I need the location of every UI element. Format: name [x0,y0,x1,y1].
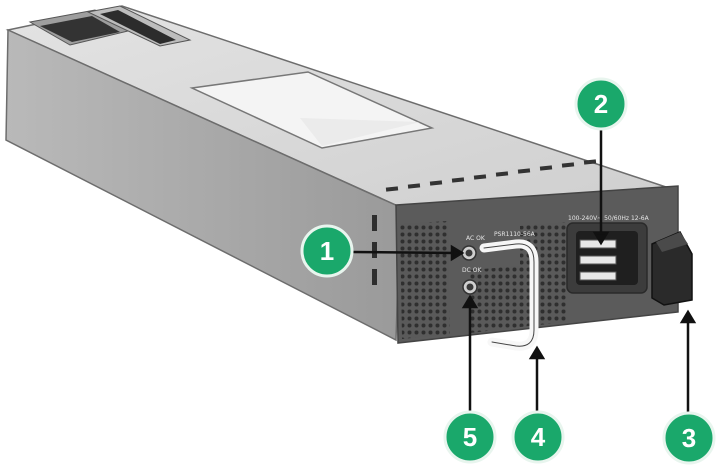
callout-5: 5 [443,410,497,464]
callout-1-label: 1 [320,236,334,266]
arrowhead-5 [461,294,479,309]
dc-ok-text: DC OK [462,267,482,274]
side-vent-slots [372,215,377,285]
latch [651,231,693,306]
callout-2-label: 2 [594,89,608,119]
arrowhead-1 [450,244,465,262]
leader-lines [351,120,697,418]
callout-1: 1 [300,224,354,278]
model-text: PSR1110-56A [494,231,536,238]
callout-2: 2 [574,77,628,131]
callout-5-label: 5 [463,422,477,452]
rear-connector [28,5,192,47]
arrowhead-4 [528,345,546,360]
callout-4-label: 4 [531,422,546,452]
callout-3: 3 [662,411,716,465]
callout-4: 4 [511,410,565,464]
ac-ok-text: AC OK [466,235,486,242]
rating-text: 100-240V~ 50/60Hz 12-6A [568,215,650,222]
top-vent-slots [385,159,597,192]
callout-3-label: 3 [682,423,696,453]
arrowhead-3 [679,309,697,324]
chassis-side [5,28,401,342]
ac-power-inlet [566,222,648,294]
leader-line-1 [351,250,457,255]
front-vent-left [400,221,450,339]
arrowhead-2 [592,231,610,246]
dc-ok-led [462,279,478,295]
